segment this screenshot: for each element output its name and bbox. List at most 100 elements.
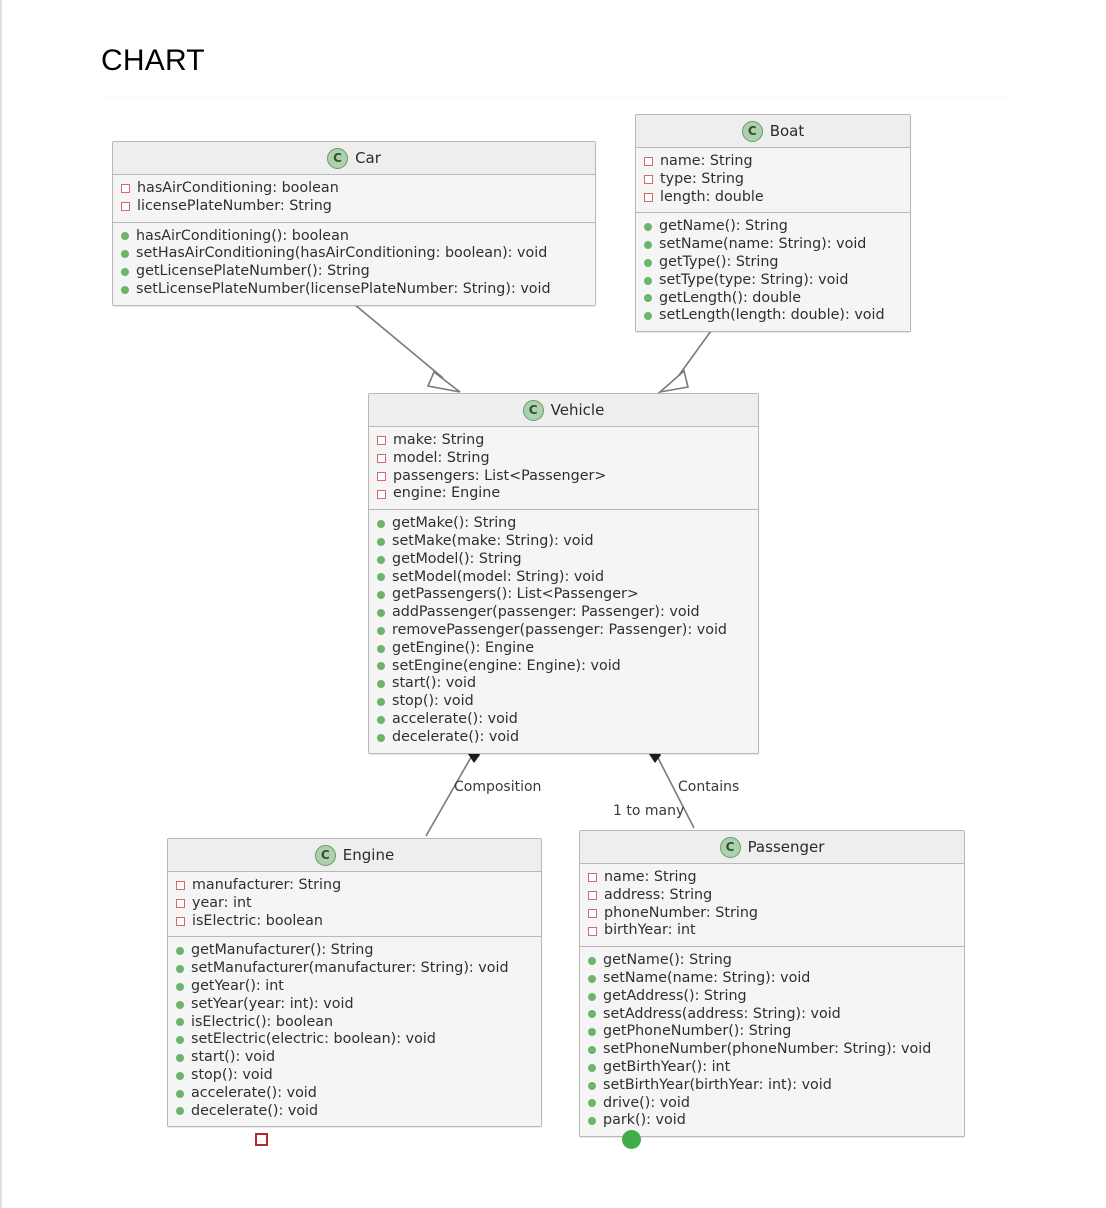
method-label: getEngine(): Engine xyxy=(392,639,534,656)
method-label: getAddress(): String xyxy=(603,987,747,1004)
method-row: setEngine(engine: Engine): void xyxy=(377,658,752,676)
private-field-icon xyxy=(176,916,185,926)
public-method-icon xyxy=(377,715,385,724)
method-label: setEngine(engine: Engine): void xyxy=(392,657,621,674)
public-method-icon xyxy=(176,1036,184,1045)
class-header-boat: C Boat xyxy=(636,115,910,148)
attribute-label: passengers: List<Passenger> xyxy=(393,467,607,484)
method-label: getName(): String xyxy=(659,218,788,235)
public-method-icon xyxy=(644,276,652,285)
method-label: hasAirConditioning(): boolean xyxy=(136,227,349,244)
private-field-icon xyxy=(176,881,185,891)
method-row: isElectric(): boolean xyxy=(176,1014,535,1032)
method-label: getModel(): String xyxy=(392,550,522,567)
private-field-icon xyxy=(588,891,597,901)
edge-boat-vehicle xyxy=(657,323,717,394)
method-label: getBirthYear(): int xyxy=(603,1058,731,1075)
edge-car-vehicle xyxy=(353,303,461,393)
class-header-car: C Car xyxy=(113,142,595,175)
method-label: setLicensePlateNumber(licensePlateNumber… xyxy=(136,280,551,297)
edge-label-contains: Contains xyxy=(678,779,740,795)
method-row: getAddress(): String xyxy=(588,988,958,1006)
public-method-icon xyxy=(121,250,129,259)
private-field-icon xyxy=(588,908,597,918)
edge-label-composition: Composition xyxy=(454,779,542,795)
method-label: setName(name: String): void xyxy=(603,969,811,986)
method-row: setName(name: String): void xyxy=(588,970,958,988)
public-method-icon xyxy=(377,644,385,653)
method-label: getType(): String xyxy=(659,253,779,270)
method-row: getMake(): String xyxy=(377,515,752,533)
method-row: accelerate(): void xyxy=(377,711,752,729)
public-method-icon xyxy=(377,520,385,529)
public-method-icon xyxy=(377,591,385,600)
private-field-icon xyxy=(644,192,653,202)
public-method-icon xyxy=(121,285,129,294)
attribute-label: name: String xyxy=(660,153,753,169)
method-label: setPhoneNumber(phoneNumber: String): voi… xyxy=(603,1041,932,1058)
class-attributes-car: hasAirConditioning: boolean licensePlate… xyxy=(113,175,595,223)
public-method-icon xyxy=(377,555,385,564)
method-row: stop(): void xyxy=(377,693,752,711)
method-row: stop(): void xyxy=(176,1067,535,1085)
attribute-label: hasAirConditioning: boolean xyxy=(137,180,339,196)
public-method-icon xyxy=(588,1046,596,1055)
public-method-icon xyxy=(377,680,385,689)
class-methods-passenger: getName(): String setName(name: String):… xyxy=(580,947,964,1137)
public-method-icon xyxy=(377,609,385,618)
method-row: addPassenger(passenger: Passenger): void xyxy=(377,604,752,622)
method-label: getPassengers(): List<Passenger> xyxy=(392,586,639,603)
class-attributes-passenger: name: String address: String phoneNumber… xyxy=(580,864,964,948)
method-label: getManufacturer(): String xyxy=(191,942,374,959)
public-method-icon xyxy=(176,1018,184,1027)
method-label: setLength(length: double): void xyxy=(659,307,885,324)
uml-class-boat[interactable]: C Boat name: String type: String length:… xyxy=(635,114,911,333)
class-methods-boat: getName(): String setName(name: String):… xyxy=(636,213,910,332)
method-label: setElectric(electric: boolean): void xyxy=(191,1031,436,1048)
attribute-row: type: String xyxy=(644,171,904,189)
method-row: setLength(length: double): void xyxy=(644,307,904,325)
uml-class-car[interactable]: C Car hasAirConditioning: boolean licens… xyxy=(112,141,596,306)
public-method-icon xyxy=(377,537,385,546)
method-label: stop(): void xyxy=(392,693,474,710)
attribute-label: length: double xyxy=(660,188,764,205)
class-icon: C xyxy=(314,844,336,866)
private-field-icon xyxy=(121,184,130,194)
class-header-engine: C Engine xyxy=(168,839,541,872)
public-method-icon xyxy=(176,982,184,991)
uml-class-vehicle[interactable]: C Vehicle make: String model: String pas… xyxy=(368,393,759,754)
legend-public-method-icon xyxy=(622,1130,641,1149)
uml-class-passenger[interactable]: C Passenger name: String address: String… xyxy=(579,830,965,1138)
method-label: decelerate(): void xyxy=(191,1102,319,1119)
method-label: setAddress(address: String): void xyxy=(603,1005,841,1022)
method-label: getPhoneNumber(): String xyxy=(603,1023,792,1040)
method-label: getYear(): int xyxy=(191,977,284,994)
uml-class-engine[interactable]: C Engine manufacturer: String year: int … xyxy=(167,838,542,1128)
attribute-label: model: String xyxy=(393,449,490,466)
method-row: setType(type: String): void xyxy=(644,272,904,290)
method-row: getLicensePlateNumber(): String xyxy=(121,263,589,281)
public-method-icon xyxy=(644,312,652,321)
class-icon: C xyxy=(741,120,763,142)
public-method-icon xyxy=(176,965,184,974)
method-label: setBirthYear(birthYear: int): void xyxy=(603,1076,832,1093)
method-row: setYear(year: int): void xyxy=(176,996,535,1014)
method-row: hasAirConditioning(): boolean xyxy=(121,228,589,246)
public-method-icon xyxy=(588,1099,596,1108)
public-method-icon xyxy=(588,957,596,966)
class-methods-vehicle: getMake(): String setMake(make: String):… xyxy=(369,510,758,753)
method-row: setModel(model: String): void xyxy=(377,569,752,587)
class-title: Engine xyxy=(342,846,395,864)
public-method-icon xyxy=(377,733,385,742)
class-icon: C xyxy=(327,147,349,169)
private-field-icon xyxy=(377,471,386,481)
class-attributes-vehicle: make: String model: String passengers: L… xyxy=(369,427,758,511)
method-label: getLength(): double xyxy=(659,289,802,306)
method-row: drive(): void xyxy=(588,1095,958,1113)
attribute-row: make: String xyxy=(377,432,752,450)
private-field-icon xyxy=(377,489,386,499)
method-row: setMake(make: String): void xyxy=(377,533,752,551)
class-title: Boat xyxy=(769,122,805,140)
